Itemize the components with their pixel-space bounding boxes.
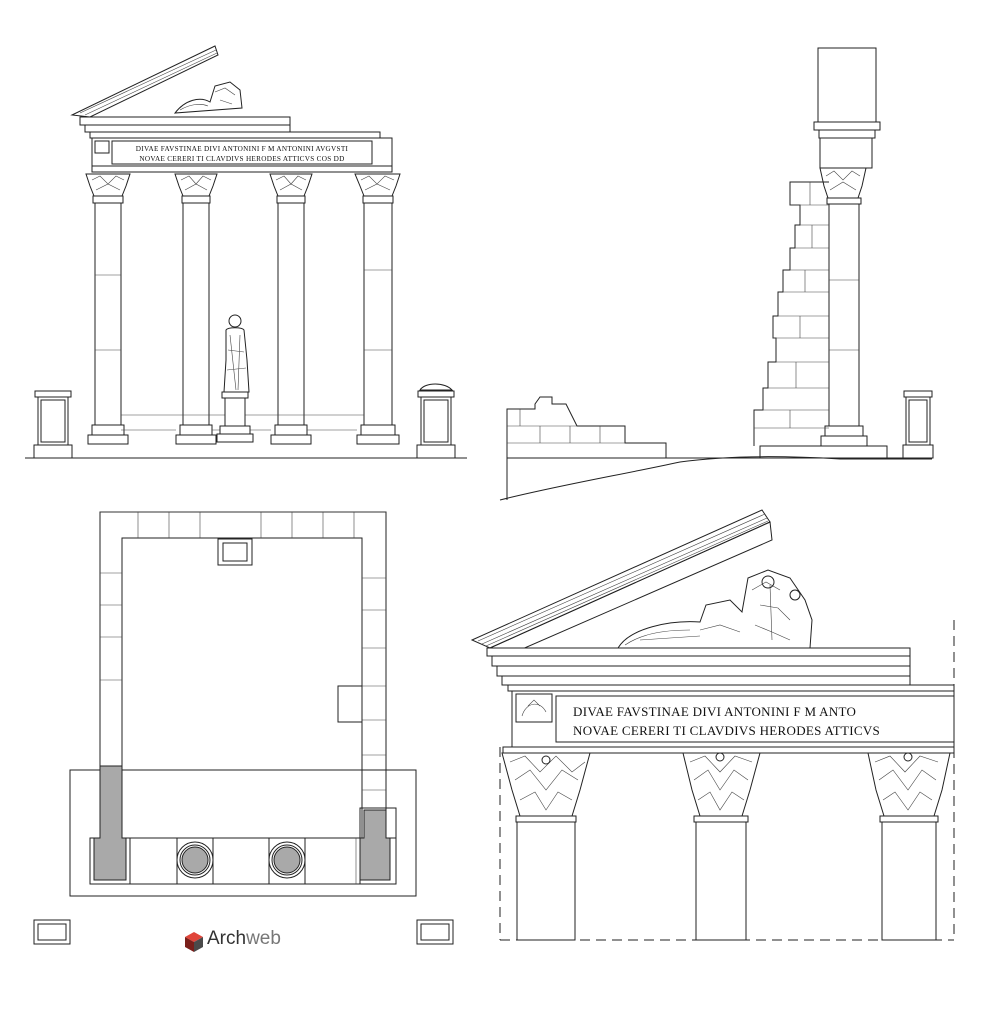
detail-elevation: DIVAE FAVSTINAE DIVI ANTONINI F M ANTO N…: [470, 509, 955, 941]
side-elevation: [499, 47, 934, 501]
detail-inscription-line-1: DIVAE FAVSTINAE DIVI ANTONINI F M ANTO: [573, 704, 856, 719]
left-pedestal: [33, 390, 73, 459]
right-pedestal: [416, 383, 456, 459]
archweb-logo: Archweb: [207, 928, 281, 950]
front-elevation: DIVAE FAVSTINAE DIVI ANTONINI F M ANTONI…: [25, 45, 467, 459]
detail-capital-1: [501, 752, 591, 941]
detail-capital-3: [867, 752, 951, 941]
front-inscription-line-2: NOVAE CERERI TI CLAVDIVS HERODES ATTICVS…: [139, 155, 344, 163]
logo-text-web: web: [246, 928, 281, 949]
statue: [216, 314, 254, 443]
front-column-3: [269, 173, 313, 445]
logo-text-arch: Arch: [207, 928, 247, 949]
front-inscription-line-1: DIVAE FAVSTINAE DIVI ANTONINI F M ANTONI…: [136, 145, 349, 153]
front-column-4: [354, 173, 401, 445]
detail-capital-2: [682, 752, 761, 941]
archweb-logo-icon: [185, 932, 203, 952]
plan-view: [33, 511, 454, 945]
front-column-1: [85, 173, 131, 445]
front-column-2: [174, 173, 218, 445]
detail-inscription-line-2: NOVAE CERERI TI CLAVDIVS HERODES ATTICVS: [573, 723, 880, 738]
